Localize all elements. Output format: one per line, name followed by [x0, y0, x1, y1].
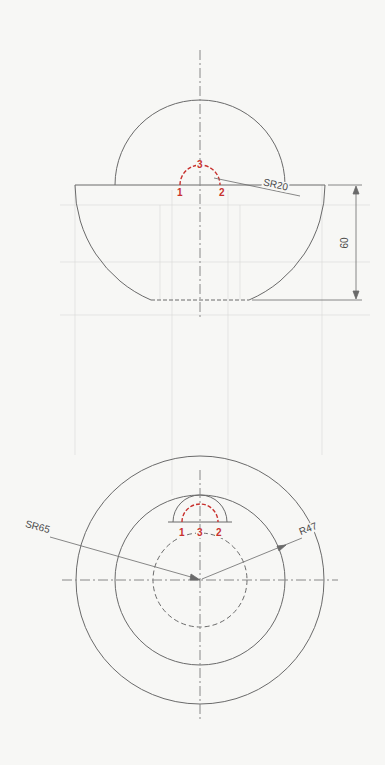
callout-number: 1	[176, 188, 184, 198]
red-arc	[182, 504, 218, 522]
callout-number: 2	[218, 188, 226, 198]
height-dimension	[252, 185, 362, 300]
radius-leaders	[50, 537, 302, 580]
radius-dimension: SR20	[261, 177, 290, 192]
height-dimension: 60	[340, 236, 350, 249]
radius-dimension: R47	[297, 521, 320, 538]
leader-line	[214, 178, 300, 196]
callout-number: 2	[215, 528, 223, 538]
callout-number: 3	[196, 528, 204, 538]
callout-number: 3	[196, 160, 204, 170]
construction-lines	[60, 185, 370, 495]
top-view	[62, 456, 338, 720]
radius-dimension: SR65	[23, 519, 52, 536]
callout-number: 1	[178, 528, 186, 538]
front-view	[75, 50, 325, 320]
